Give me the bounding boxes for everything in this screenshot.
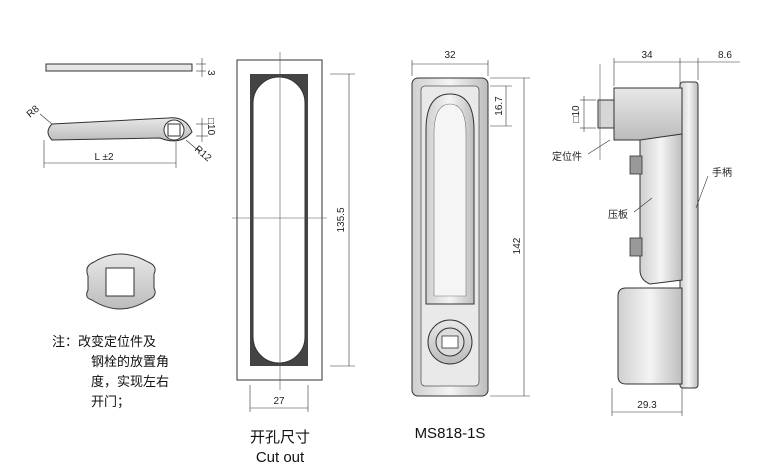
cutout-drawing: [232, 52, 355, 412]
cutout-caption-en: Cut out: [256, 449, 305, 466]
dim-front-height: 142: [512, 237, 523, 254]
label-positioner: 定位件: [552, 150, 582, 163]
dim-side-width: 34: [641, 50, 653, 61]
model-caption: MS818-1S: [415, 425, 486, 442]
dim-front-top: 16.7: [494, 96, 505, 116]
lever-arm: [39, 113, 208, 168]
note-line-4: 开门；: [91, 395, 130, 410]
label-press-plate: 压板: [608, 208, 628, 221]
dim-side-flange: 8.6: [718, 50, 732, 61]
dim-front-width: 32: [444, 50, 456, 61]
dim-radius12: R12: [192, 144, 213, 165]
dim-square10-right: □10: [571, 105, 582, 123]
dim-length: L ±2: [94, 152, 113, 163]
note-line-3: 度，实现左右: [91, 374, 169, 390]
note-line-1: 注：改变定位件及: [52, 334, 156, 350]
cutout-caption-cn: 开孔尺寸: [250, 429, 310, 446]
dim-cut-width: 27: [273, 396, 285, 407]
dim-radius8: R8: [25, 103, 42, 120]
bar-side-view: [45, 58, 206, 77]
dim-side-bottom: 29.3: [637, 400, 657, 411]
dim-square10-left: □10: [205, 118, 216, 136]
dim-cut-height: 135.5: [336, 207, 347, 232]
square-hole-cam: [86, 253, 156, 310]
label-handle: 手柄: [712, 166, 732, 179]
front-view: [411, 60, 530, 397]
dim-thickness: 3: [205, 70, 216, 76]
side-view: [580, 58, 740, 416]
note-line-2: 钢栓的放置角: [91, 354, 169, 370]
